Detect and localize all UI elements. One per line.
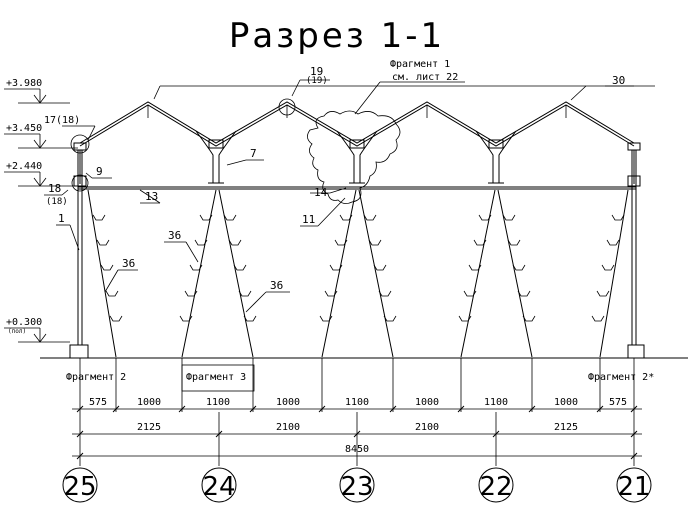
axis-bubble-22: [478, 467, 514, 503]
callout-30: 30: [612, 74, 625, 87]
leader-lines: [44, 79, 655, 313]
callout-36-b: 36: [168, 229, 181, 242]
valley-support-1: [195, 130, 237, 184]
extension-lines: [79, 358, 635, 462]
callout-36-c: 36: [270, 279, 283, 292]
axis-label-25: 25: [63, 472, 96, 502]
axis-label-21: 21: [617, 472, 650, 502]
left-footing: [69, 344, 89, 359]
fragment-2-star-label: Фрагмент 2*: [588, 372, 654, 383]
dim-7: 1100: [484, 397, 508, 408]
dim-4: 1000: [276, 397, 300, 408]
axis-bubble-25: [62, 467, 98, 503]
dimension-row-1: 575 1000 1100 1000 1100 1000 1100 1000 5…: [72, 397, 642, 413]
axis-bubble-24: [201, 467, 237, 503]
drawing-title: Разрез 1-1: [229, 16, 445, 56]
dim-total: 8450: [345, 444, 369, 455]
axis-label-22: 22: [479, 472, 512, 502]
dim-5: 1100: [345, 397, 369, 408]
callout-19: 19: [310, 65, 323, 78]
greenhouse-frame: [40, 150, 688, 359]
level-label-1: +3.980: [6, 78, 42, 89]
dim-1: 575: [89, 397, 107, 408]
valley-support-2: [336, 130, 378, 184]
dim-9: 575: [609, 397, 627, 408]
fragment-1-cloud: [307, 110, 401, 204]
fragment-3-label: Фрагмент 3: [186, 372, 246, 383]
planting-racks: [87, 189, 629, 358]
level-label-2: +3.450: [6, 123, 42, 134]
callout-36-a: 36: [122, 257, 135, 270]
dim-span-4: 2125: [554, 422, 578, 433]
dimension-total: 8450: [72, 444, 642, 460]
callout-1: 1: [58, 212, 65, 225]
axis-label-24: 24: [202, 472, 235, 502]
valley-supports: [73, 130, 641, 187]
level-label-4: +0.300: [6, 317, 42, 328]
callout-7: 7: [250, 147, 257, 160]
axis-bubble-21: [616, 467, 652, 503]
level-sub-4: (пол): [8, 328, 26, 335]
axis-markers: 25 24 23 22 21: [62, 462, 652, 503]
roof: [79, 101, 635, 147]
callouts: 19 (19) Фрагмент 1 см. лист 22 30 17(18)…: [44, 59, 625, 292]
dim-8: 1000: [554, 397, 578, 408]
dim-span-2: 2100: [276, 422, 300, 433]
callout-fragment-1-ref: см. лист 22: [392, 72, 458, 83]
callout-18b: (18): [46, 197, 68, 207]
callout-11: 11: [302, 213, 315, 226]
callout-17: 17(18): [44, 115, 80, 126]
dim-2: 1000: [137, 397, 161, 408]
dim-span-1: 2125: [137, 422, 161, 433]
callout-fragment-1: Фрагмент 1: [390, 59, 450, 70]
fragment-2-label: Фрагмент 2: [66, 372, 126, 383]
callout-13: 13: [145, 190, 158, 203]
dim-6: 1000: [415, 397, 439, 408]
callout-19b: (19): [306, 76, 328, 86]
level-label-3: +2.440: [6, 161, 42, 172]
eave-right: [627, 142, 641, 187]
dim-span-3: 2100: [415, 422, 439, 433]
level-marks: +3.980 +3.450 +2.440 +0.300 (пол): [4, 78, 78, 343]
callout-18: 18: [48, 182, 61, 195]
dim-3: 1100: [206, 397, 230, 408]
eave-left: [73, 142, 87, 187]
axis-label-23: 23: [340, 472, 373, 502]
axis-bubble-23: [339, 467, 375, 503]
callout-14: 14: [314, 186, 328, 199]
dimension-row-2: 2125 2100 2100 2125: [72, 422, 642, 438]
fragment-labels: Фрагмент 2 Фрагмент 3 Фрагмент 2*: [66, 364, 654, 392]
rack-leg: [87, 189, 117, 358]
right-footing: [627, 344, 645, 359]
valley-support-3: [475, 130, 517, 184]
callout-9: 9: [96, 165, 103, 178]
